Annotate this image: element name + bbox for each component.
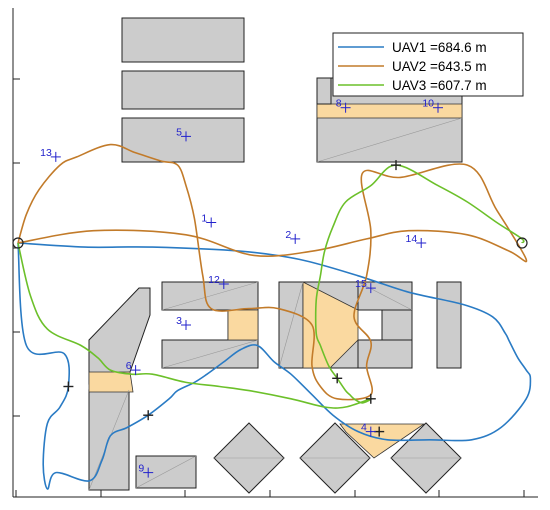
highlight-zone <box>88 371 134 393</box>
waypoint-12: 12 <box>208 274 229 289</box>
waypoint-15: 15 <box>355 278 376 294</box>
legend-label-uav2: UAV2 =643.5 m <box>392 59 487 74</box>
waypoint-label-9: 9 <box>138 463 144 475</box>
building <box>436 281 462 369</box>
building <box>121 117 245 163</box>
waypoint-13: 13 <box>40 147 61 162</box>
building-map <box>88 17 463 494</box>
waypoint-6: 6 <box>126 360 141 376</box>
building-edge <box>135 455 197 489</box>
waypoint-label-13: 13 <box>40 147 52 159</box>
waypoint-label-3: 3 <box>176 315 182 327</box>
waypoint-4: 4 <box>361 422 376 437</box>
building <box>88 287 151 385</box>
building-edge <box>316 117 463 163</box>
highlight-zone <box>227 309 259 341</box>
end-point-marker <box>516 237 528 249</box>
waypoint-8: 8 <box>336 98 351 113</box>
waypoint-1: 1 <box>201 213 217 228</box>
waypoint-markers <box>12 160 528 437</box>
waypoint-label-12: 12 <box>208 274 220 286</box>
waypoint-9: 9 <box>138 463 154 478</box>
waypoint-label-2: 2 <box>285 229 291 241</box>
waypoint-label-6: 6 <box>126 360 132 372</box>
building-edge <box>161 339 259 369</box>
waypoint-label-10: 10 <box>422 98 434 110</box>
legend: UAV1 =684.6 m UAV2 =643.5 m UAV3 =607.7 … <box>332 32 524 97</box>
uav1-path <box>17 242 532 490</box>
plus-marker <box>374 426 385 437</box>
start-point-marker <box>12 237 24 249</box>
waypoint-label-15: 15 <box>355 278 367 290</box>
plus-marker <box>332 373 343 384</box>
waypoint-label-4: 4 <box>361 422 367 434</box>
legend-label-uav1: UAV1 =684.6 m <box>392 40 487 55</box>
plus-marker <box>63 381 74 392</box>
waypoint-label-8: 8 <box>336 98 342 110</box>
uav2-path <box>17 143 528 401</box>
waypoint-14: 14 <box>406 233 427 248</box>
waypoint-2: 2 <box>285 229 301 244</box>
building <box>121 70 245 110</box>
building <box>121 17 245 63</box>
plus-marker <box>391 160 401 171</box>
building-edge <box>161 281 259 311</box>
building-edge <box>278 281 304 369</box>
waypoint-10: 10 <box>422 98 443 113</box>
plot-frame <box>12 8 538 498</box>
building-edge <box>357 281 413 311</box>
building <box>316 77 332 105</box>
waypoint-label-14: 14 <box>406 233 418 245</box>
waypoint-label-1: 1 <box>201 213 207 225</box>
building <box>381 309 413 341</box>
uav3-path <box>17 164 525 409</box>
waypoint-label-5: 5 <box>176 126 182 138</box>
plus-marker <box>365 393 376 404</box>
waypoint-5: 5 <box>176 126 191 142</box>
waypoint-3: 3 <box>176 315 191 330</box>
legend-label-uav3: UAV3 =607.7 m <box>392 78 487 93</box>
plus-marker <box>143 410 154 421</box>
uav-paths <box>17 143 532 490</box>
